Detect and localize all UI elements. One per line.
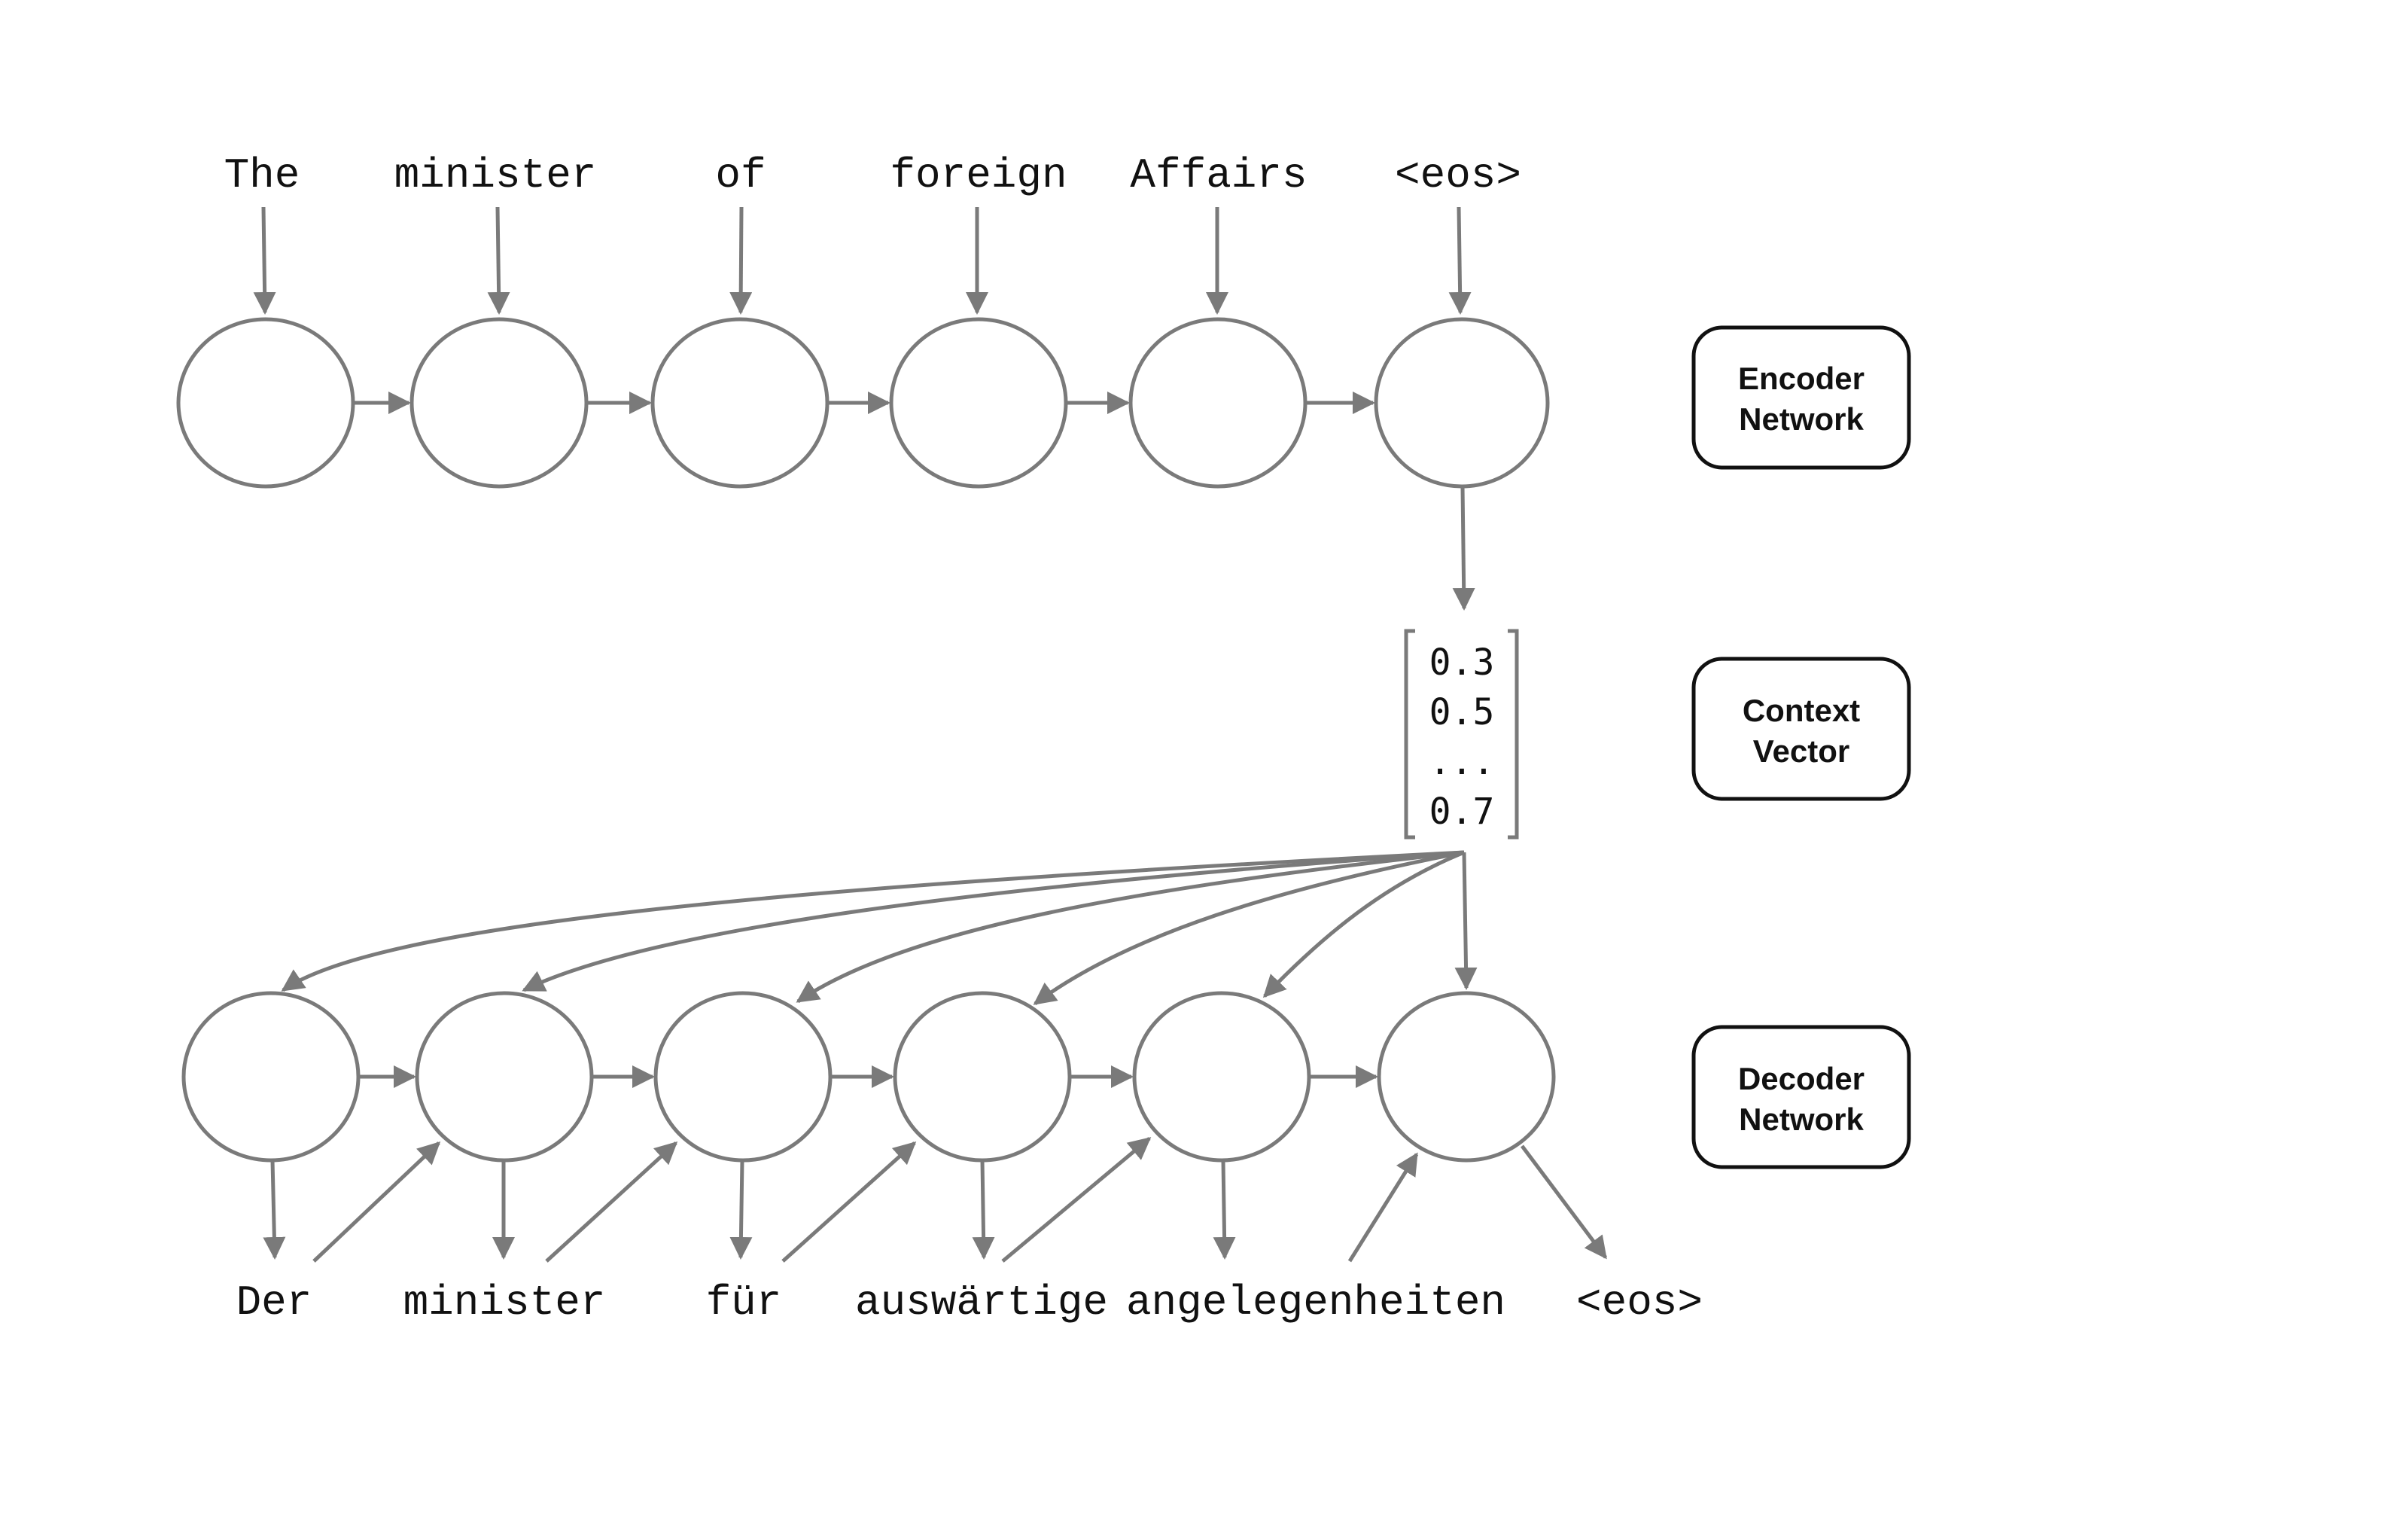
encoder-word-1: minister bbox=[394, 151, 597, 200]
encoder-node bbox=[1128, 317, 1308, 489]
context-value-2: ... bbox=[1429, 741, 1495, 783]
decoder-nodes bbox=[181, 991, 1556, 1163]
encoder-label-line-0: Encoder bbox=[1738, 361, 1865, 396]
decoder-node bbox=[653, 991, 833, 1163]
decoder-word-3: auswärtige bbox=[855, 1279, 1108, 1327]
decoder-output-words: Der minister für auswärtige angelegenhei… bbox=[236, 1279, 1703, 1327]
encoder-label-line-1: Network bbox=[1739, 401, 1864, 437]
decoder-word-2: für bbox=[706, 1279, 782, 1327]
encoder-word-0: The bbox=[224, 151, 300, 200]
decoder-feedback-arrows bbox=[312, 1137, 1419, 1263]
encoder-node bbox=[176, 317, 355, 489]
decoder-label-line-0: Decoder bbox=[1738, 1061, 1865, 1096]
context-vector: 0.3 0.5 ... 0.7 bbox=[1404, 629, 1519, 840]
context-vector-right-bracket bbox=[1508, 629, 1519, 840]
encoder-node bbox=[1374, 317, 1550, 489]
encoder-word-3: foreign bbox=[890, 151, 1067, 200]
decoder-label-line-1: Network bbox=[1739, 1102, 1864, 1137]
decoder-node bbox=[1377, 991, 1556, 1163]
encoder-input-words: The minister of foreign Affairs <eos> bbox=[224, 151, 1521, 200]
context-to-decoder-arrows bbox=[281, 850, 1478, 1006]
context-label-line-1: Vector bbox=[1753, 733, 1849, 769]
context-value-1: 0.5 bbox=[1429, 691, 1495, 733]
context-vector-left-bracket bbox=[1404, 629, 1415, 840]
encoder-word-2: of bbox=[715, 151, 766, 200]
encoder-nodes bbox=[176, 317, 1550, 489]
decoder-node bbox=[893, 991, 1072, 1163]
decoder-node bbox=[181, 991, 361, 1163]
decoder-node bbox=[1132, 991, 1311, 1163]
context-value-3: 0.7 bbox=[1429, 791, 1495, 833]
encoder-node bbox=[650, 317, 830, 489]
decoder-node bbox=[415, 991, 594, 1163]
context-label-line-0: Context bbox=[1743, 693, 1860, 728]
context-vector-box bbox=[1691, 657, 1911, 801]
decoder-word-0: Der bbox=[236, 1279, 312, 1327]
encoder-node bbox=[409, 317, 589, 489]
decoder-output-arrows bbox=[263, 1144, 1607, 1260]
encoder-network-box bbox=[1691, 325, 1911, 470]
context-vector-label: Context Vector bbox=[1691, 657, 1911, 801]
decoder-network-label: Decoder Network bbox=[1691, 1025, 1911, 1169]
encoder-node bbox=[889, 317, 1068, 489]
decoder-word-5: <eos> bbox=[1576, 1279, 1703, 1327]
encoder-word-4: Affairs bbox=[1130, 151, 1307, 200]
decoder-word-1: minister bbox=[403, 1279, 606, 1327]
context-value-0: 0.3 bbox=[1429, 642, 1495, 684]
decoder-word-4: angelegenheiten bbox=[1126, 1279, 1505, 1327]
encoder-to-context-arrow bbox=[1452, 486, 1475, 611]
encoder-network-label: Encoder Network bbox=[1691, 325, 1911, 470]
decoder-network-box bbox=[1691, 1025, 1911, 1169]
encoder-input-arrows bbox=[253, 206, 1472, 315]
encoder-word-5: <eos> bbox=[1395, 151, 1521, 200]
